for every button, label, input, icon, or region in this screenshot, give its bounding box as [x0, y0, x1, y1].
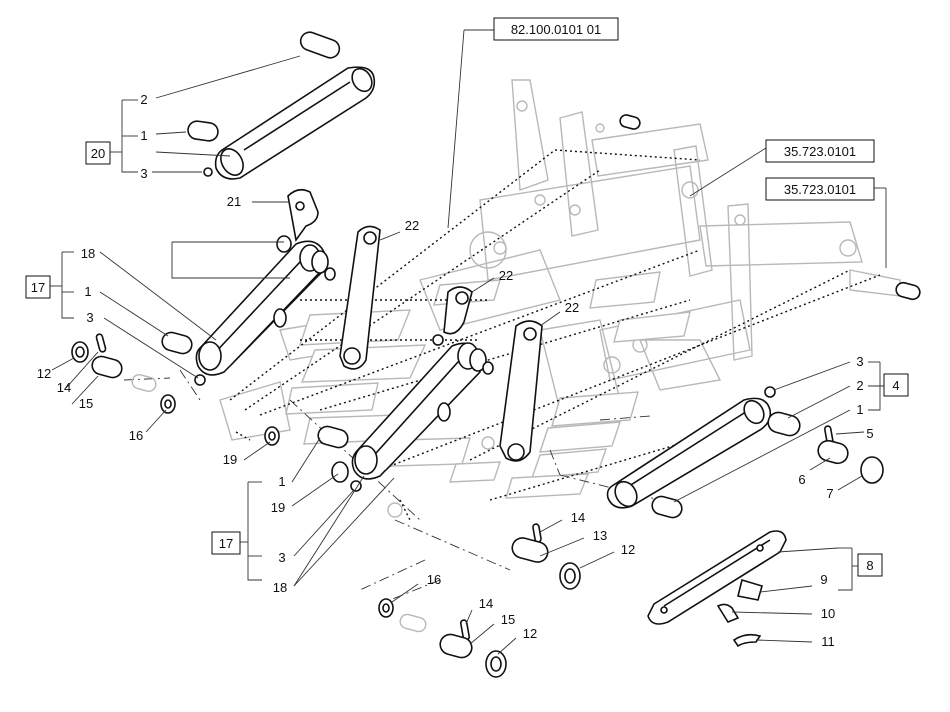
part-link-assembly-17-lower [317, 342, 494, 492]
group-box-17-lower: 17 [211, 531, 241, 555]
callout-22-a: 22 [405, 218, 419, 233]
callout-14-mid: 14 [571, 510, 585, 525]
group-4-label: 4 [892, 378, 899, 393]
callout-19-b: 19 [271, 500, 285, 515]
callout-3-mid: 3 [86, 310, 93, 325]
part-link-4 [606, 114, 921, 519]
callout-18-top: 18 [81, 246, 95, 261]
callout-1-top: 1 [140, 128, 147, 143]
callout-16-low: 16 [427, 572, 441, 587]
group-box-20: 20 [85, 141, 111, 165]
part-plate-22-c [499, 320, 543, 462]
callout-1-right: 1 [856, 402, 863, 417]
part-plate-22-a [339, 225, 381, 370]
part-plate-22-b [432, 286, 473, 346]
pins-left [71, 333, 280, 446]
callout-15-low: 15 [501, 612, 515, 627]
callout-3-right: 3 [856, 354, 863, 369]
assembly-dotted-lines [229, 149, 881, 521]
callout-labels: 2 1 3 21 22 22 22 18 1 3 12 14 15 16 19 … [37, 92, 874, 649]
group-box-8: 8 [857, 553, 883, 577]
callout-3-low: 3 [278, 550, 285, 565]
callout-5: 5 [866, 426, 873, 441]
callout-7: 7 [826, 486, 833, 501]
callout-1-mid: 1 [84, 284, 91, 299]
callout-2-right: 2 [856, 378, 863, 393]
reference-arm-right-label: 35.723.0101 [784, 182, 856, 197]
callout-12-low: 12 [523, 626, 537, 641]
callout-14-low: 14 [479, 596, 493, 611]
callout-22-c: 22 [565, 300, 579, 315]
callout-15-left: 15 [79, 396, 93, 411]
callout-18-low: 18 [273, 580, 287, 595]
callout-2-top: 2 [140, 92, 147, 107]
callout-13: 13 [593, 528, 607, 543]
reference-arm-left: 35.723.0101 [765, 139, 875, 163]
group-box-4: 4 [883, 373, 909, 397]
part-link-assembly-17-upper [161, 235, 336, 386]
callout-1-low: 1 [278, 474, 285, 489]
reference-arm-right: 35.723.0101 [765, 177, 875, 201]
reference-frame-label: 82.100.0101 01 [511, 22, 601, 37]
callout-14-left: 14 [57, 380, 71, 395]
callout-10: 10 [821, 606, 835, 621]
leader-lines [50, 29, 896, 655]
callout-11: 11 [821, 634, 835, 649]
callout-19-a: 19 [223, 452, 237, 467]
group-box-17-upper: 17 [25, 275, 51, 299]
part-bracket-8 [647, 530, 787, 648]
callout-21: 21 [227, 194, 241, 209]
callout-3-top: 3 [140, 166, 147, 181]
reference-arm-left-label: 35.723.0101 [784, 144, 856, 159]
group-17-lower-label: 17 [219, 536, 233, 551]
group-20-label: 20 [91, 146, 105, 161]
part-plate-21 [287, 188, 319, 243]
callout-12-mid: 12 [621, 542, 635, 557]
group-17-upper-label: 17 [31, 280, 45, 295]
callout-12-left: 12 [37, 366, 51, 381]
callout-9: 9 [820, 572, 827, 587]
part-link-20 [187, 31, 376, 180]
callout-6: 6 [798, 472, 805, 487]
pins-lower-middle [378, 523, 581, 678]
callout-22-b: 22 [499, 268, 513, 283]
reference-frame: 82.100.0101 01 [493, 17, 619, 41]
callout-16-left: 16 [129, 428, 143, 443]
group-8-label: 8 [866, 558, 873, 573]
